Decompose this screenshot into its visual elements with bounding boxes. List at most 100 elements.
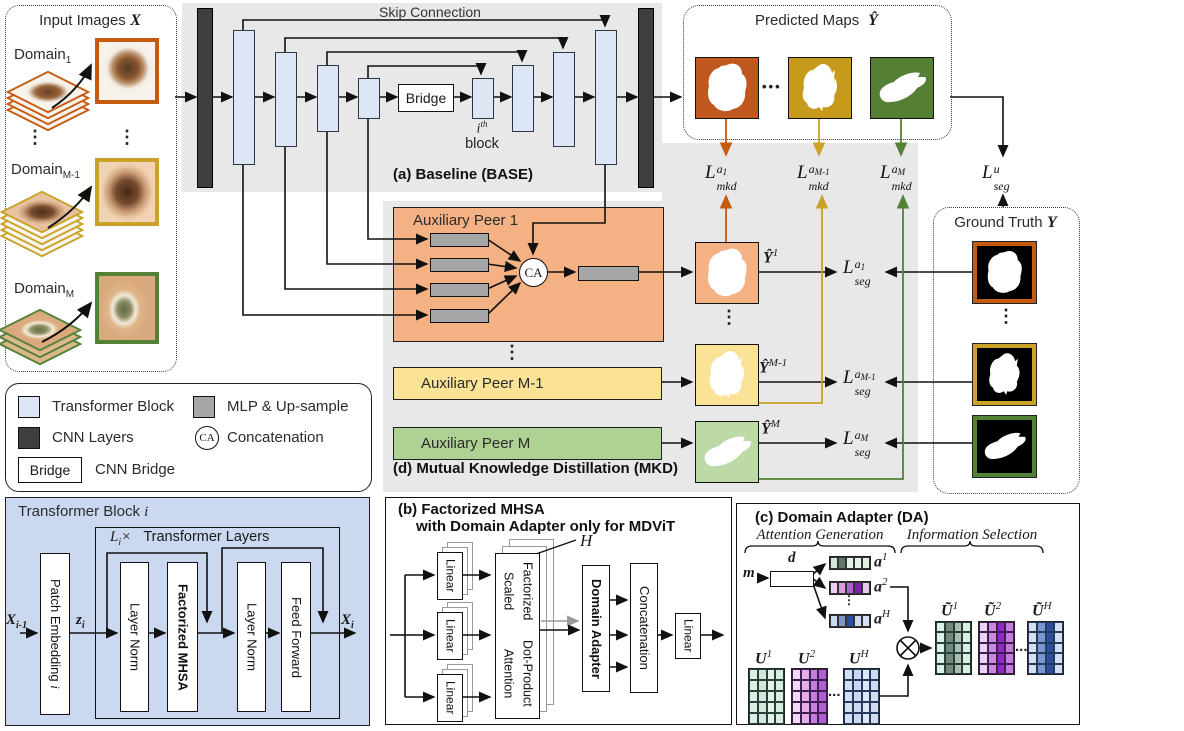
aux-map-m [695, 421, 759, 483]
domain-m-image [95, 272, 159, 344]
ground-truth-title: Ground Truth Y [954, 214, 1057, 231]
aux-map-m1 [695, 344, 759, 406]
information-selection-header: Information Selection [906, 527, 1038, 543]
attention-generation-header: Attention Generation [756, 527, 884, 543]
input-panel-title: Input Images X [39, 12, 141, 29]
layer-norm-2-box: Layer Norm [237, 562, 266, 712]
value-matrix-2 [791, 668, 828, 725]
m-label: m [743, 565, 755, 581]
attention-vector-1 [829, 556, 871, 570]
uth-label: ŨH [1032, 600, 1052, 620]
panel-gap [383, 192, 662, 201]
concatenation-node: CA [519, 258, 548, 287]
encoder-block-3 [317, 65, 339, 132]
layer-norm-1-box: Layer Norm [120, 562, 149, 712]
ah-label: aH [874, 608, 890, 628]
domain-m1-stack [0, 182, 85, 258]
ground-truth-dots: ⋮ [997, 306, 1015, 326]
legend-mlp-label: MLP & Up-sample [227, 398, 349, 415]
transformer-block-title: Transformer Block i [18, 503, 149, 520]
decoder-block-3 [553, 52, 575, 147]
predicted-maps-dots: ••• [762, 79, 782, 94]
bridge-box: Bridge [398, 84, 454, 112]
predicted-map-m [870, 57, 934, 119]
factorized-mhsa-box: Factorized MHSA [167, 562, 198, 712]
linear-v-box: Linear [437, 674, 463, 722]
decoder-block-2 [512, 65, 534, 132]
selected-matrix-h [1027, 621, 1064, 675]
encoder-block-2 [275, 52, 297, 147]
decoder-block-i [472, 78, 494, 119]
ground-truth-1 [972, 241, 1037, 304]
feed-forward-box: Feed Forward [281, 562, 311, 712]
domain-1-label: Domain1 [14, 46, 72, 66]
cnn-layer-right [638, 8, 654, 188]
legend-cnn-swatch [18, 427, 40, 449]
legend-bridge-label: CNN Bridge [95, 461, 176, 478]
aux-peers-dots: ⋮ [503, 342, 521, 362]
d-vector-box [770, 571, 814, 587]
aux-maps-dots: ⋮ [720, 307, 738, 327]
legend-concat-label: Concatenation [227, 429, 324, 446]
legend-mlp-swatch [193, 396, 215, 418]
domain-adapter-box: Domain Adapter [582, 565, 610, 692]
d-label: d [788, 550, 796, 566]
mlp-upsample-1 [430, 233, 489, 247]
transformer-layers-label: Li× Transformer Layers [110, 529, 270, 548]
attention-vector-h [829, 614, 871, 628]
auxiliary-peer-m1-bar: Auxiliary Peer M-1 [393, 367, 662, 400]
linear-k-box: Linear [437, 612, 463, 660]
attention-vectors-dots: ⋮ [843, 593, 855, 607]
transformer-layers-frame [95, 527, 340, 719]
mkd-caption: (d) Mutual Knowledge Distillation (MKD) [393, 460, 678, 477]
patch-embedding-box: Patch Embedding i [40, 553, 70, 715]
attention-vector-2 [829, 581, 871, 595]
z-label: zi [76, 612, 85, 631]
linear-out-box: Linear [675, 613, 701, 659]
input-dots-right: ⋮ [118, 127, 136, 147]
predicted-map-1 [695, 57, 759, 119]
value-matrices-dots: ... [828, 683, 841, 700]
mlp-upsample-4 [430, 309, 489, 323]
predicted-map-m1 [788, 57, 852, 119]
ground-truth-m [972, 415, 1037, 478]
legend-cnn-label: CNN Layers [52, 429, 134, 446]
legend-bridge-box: Bridge [18, 457, 82, 483]
aux-map-m-label: ŶM [761, 418, 780, 438]
panel-c-title: (c) Domain Adapter (DA) [755, 509, 929, 526]
panel-b-title-2: with Domain Adapter only for MDViT [416, 518, 676, 535]
concatenation-box: Concatenation [630, 563, 658, 693]
x-output-label: Xi [341, 612, 354, 631]
mlp-upsample-2 [430, 258, 489, 272]
panel-b-title-1: (b) Factorized MHSA [398, 501, 545, 518]
domain-m1-label: DomainM-1 [11, 161, 80, 181]
value-matrix-h [843, 668, 880, 725]
domain-1-image [95, 38, 159, 104]
u1-label: U1 [755, 648, 773, 668]
encoder-block-4 [358, 78, 380, 119]
skip-connection-label: Skip Connection [379, 4, 481, 20]
ut1-label: Ũ1 [941, 600, 959, 620]
predicted-maps-title: Predicted Maps Ŷ [755, 12, 878, 29]
linear-q-box: Linear [437, 552, 463, 600]
selected-matrix-2 [978, 621, 1015, 675]
value-matrix-1 [748, 668, 785, 725]
domain-m-label: DomainM [14, 280, 75, 300]
ith-block-label: ith [476, 119, 488, 137]
auxiliary-peer-m-bar: Auxiliary Peer M [393, 427, 662, 460]
input-dots-left: ⋮ [26, 127, 44, 147]
mlp-upsample-out [578, 266, 639, 281]
base-caption: (a) Baseline (BASE) [393, 166, 534, 183]
aux-map-1-label: Ŷ1 [763, 247, 779, 267]
x-input-label: Xi-1 [6, 612, 28, 631]
aux-map-m1-label: ŶM-1 [759, 357, 788, 377]
legend-transformer-swatch [18, 396, 40, 418]
